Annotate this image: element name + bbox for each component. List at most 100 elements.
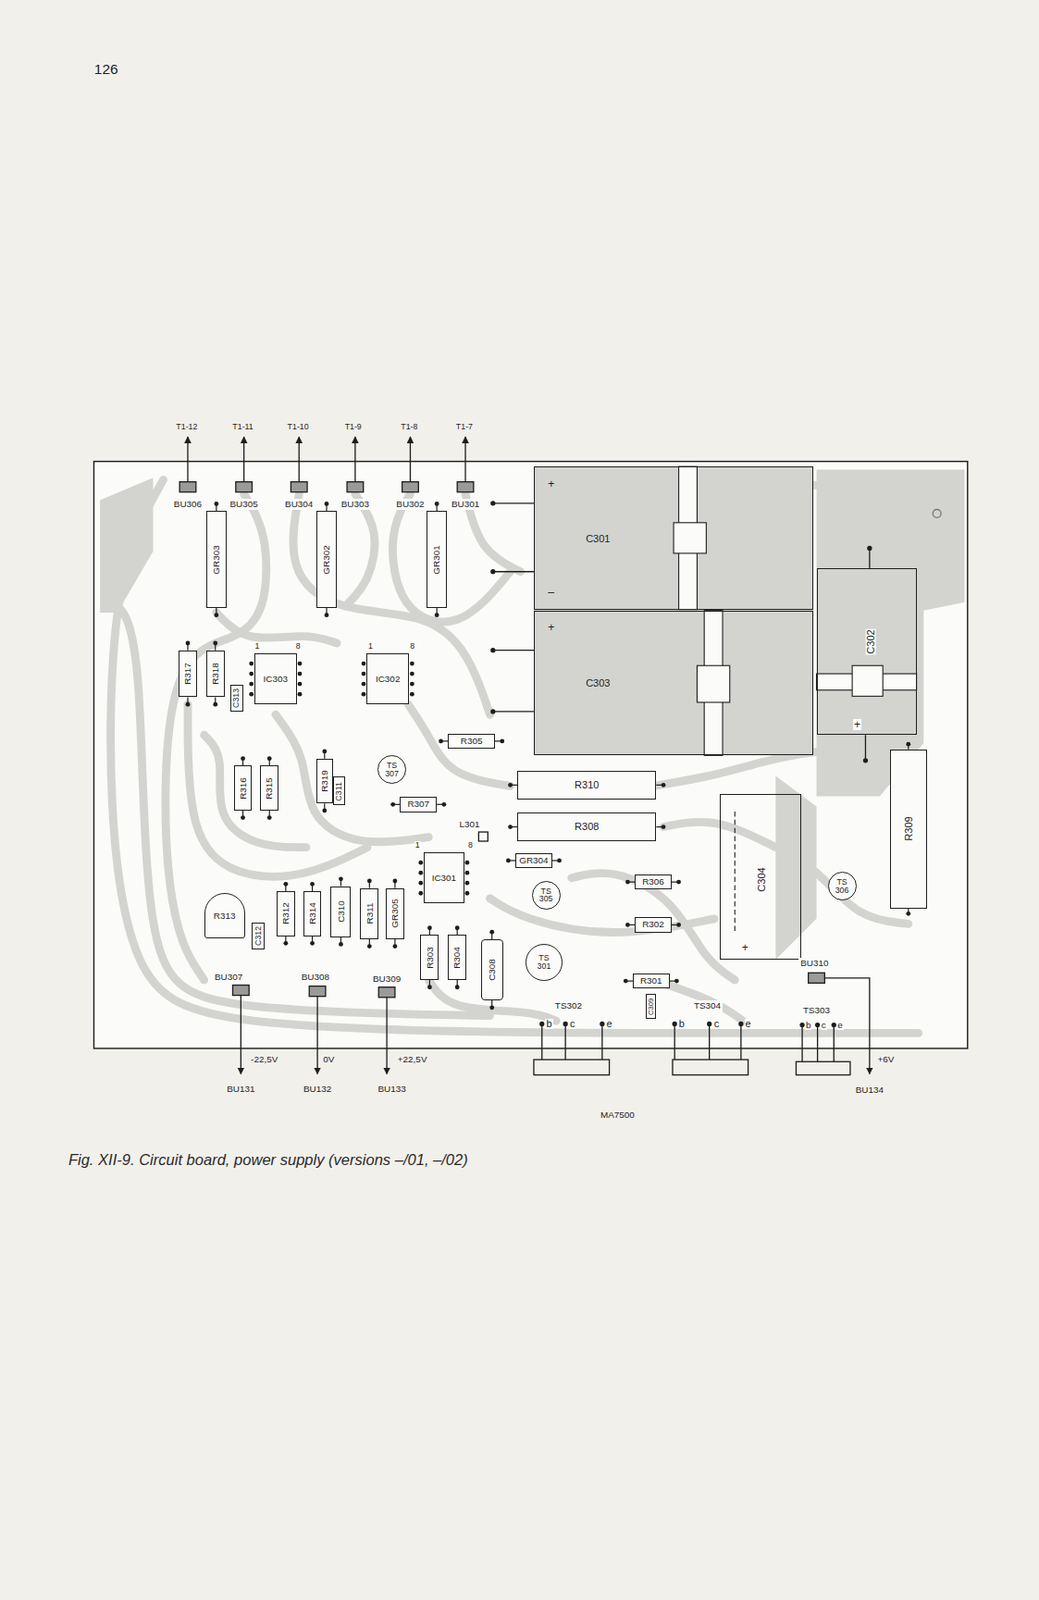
transistor-outline: TS 305 bbox=[531, 880, 561, 910]
part-label: C311 bbox=[334, 781, 344, 801]
board-label: BU134 bbox=[854, 1085, 885, 1095]
solder-dot bbox=[185, 641, 191, 646]
lead-arrow bbox=[824, 977, 870, 1075]
solder-dot bbox=[465, 870, 471, 876]
part-label: TS304 bbox=[693, 1001, 721, 1011]
solder-pad bbox=[233, 985, 250, 996]
part-label: R319 bbox=[320, 769, 330, 792]
component-box: R319 bbox=[316, 758, 334, 804]
component-leads bbox=[185, 501, 912, 1010]
solder-dot bbox=[297, 681, 303, 687]
solder-dot bbox=[599, 1021, 605, 1027]
board-label: + bbox=[741, 941, 750, 953]
part-label: IC303 bbox=[263, 674, 288, 684]
capacitor-strap bbox=[696, 665, 730, 703]
capacitor-outline: C303 bbox=[533, 610, 814, 756]
part-label: TS 301 bbox=[535, 953, 553, 971]
lead-wire bbox=[493, 570, 534, 572]
solder-dot bbox=[489, 929, 495, 935]
copper-trace bbox=[408, 704, 510, 786]
board-label: T1-9 bbox=[344, 422, 363, 432]
transistor-pin bbox=[564, 1023, 566, 1060]
component-box: IC301 bbox=[423, 852, 465, 903]
lead-arrow bbox=[354, 436, 356, 483]
solder-dot bbox=[507, 782, 513, 788]
solder-dot bbox=[321, 749, 327, 755]
part-label: R305 bbox=[460, 736, 483, 746]
solder-dot bbox=[672, 1021, 678, 1027]
transistor-pin bbox=[601, 1023, 603, 1060]
solder-dot bbox=[706, 1021, 712, 1027]
solder-dot bbox=[866, 545, 872, 551]
solder-dot bbox=[390, 802, 396, 807]
component-box: C309 bbox=[645, 993, 656, 1018]
solder-dot bbox=[562, 1021, 568, 1027]
solder-dot bbox=[556, 858, 562, 864]
transistor-outline bbox=[795, 1061, 850, 1075]
solder-dot bbox=[409, 671, 415, 677]
solder-dot bbox=[434, 612, 440, 618]
connector-label: BU303 bbox=[339, 498, 372, 510]
part-label: R312 bbox=[281, 902, 291, 925]
solder-dot bbox=[499, 738, 505, 743]
part-label: GR304 bbox=[519, 855, 548, 866]
component-box: GR305 bbox=[385, 888, 405, 940]
component-box: R301 bbox=[632, 973, 670, 990]
component-box: R306 bbox=[634, 874, 672, 891]
board-label: +6V bbox=[877, 1054, 896, 1064]
board-label: 8 bbox=[295, 642, 302, 651]
lead-arrow bbox=[385, 997, 387, 1075]
part-label: R310 bbox=[574, 779, 599, 791]
connector-label: BU310 bbox=[798, 957, 830, 969]
solder-pad bbox=[346, 482, 364, 493]
solder-dot bbox=[321, 807, 327, 813]
solder-dot bbox=[623, 978, 629, 984]
part-label: R304 bbox=[452, 946, 462, 969]
copper-trace bbox=[204, 734, 307, 847]
copper-trace bbox=[114, 602, 491, 1016]
mounting-hole bbox=[932, 508, 941, 518]
solder-dot bbox=[905, 911, 911, 916]
transistor-outline bbox=[672, 1059, 749, 1076]
solder-pad bbox=[179, 482, 197, 493]
solder-dot bbox=[361, 671, 367, 677]
part-label: TS 305 bbox=[537, 887, 555, 904]
solder-dot bbox=[240, 815, 246, 820]
lead-arrow bbox=[240, 995, 242, 1075]
part-label: L301 bbox=[458, 819, 480, 829]
component-box: C311 bbox=[333, 776, 346, 805]
coil-symbol bbox=[478, 831, 488, 842]
part-label: R307 bbox=[407, 799, 430, 809]
solder-dot bbox=[427, 984, 433, 990]
connector-label: BU304 bbox=[283, 498, 315, 510]
part-label: BU304 bbox=[284, 499, 313, 509]
solder-dot bbox=[539, 1021, 545, 1027]
board-ground bbox=[93, 461, 967, 1049]
component-box: R311 bbox=[359, 888, 379, 940]
lead-arrow bbox=[464, 436, 466, 483]
solder-dot bbox=[490, 500, 495, 506]
connector-label: BU305 bbox=[228, 498, 260, 510]
connector-label: BU308 bbox=[299, 971, 332, 983]
solder-dot bbox=[212, 702, 218, 707]
copper-trace bbox=[346, 494, 375, 605]
solder-dot bbox=[283, 881, 288, 887]
board-label: b bbox=[544, 1018, 553, 1029]
solder-dot bbox=[213, 612, 219, 618]
board-label: + bbox=[853, 718, 862, 730]
part-label: C313 bbox=[233, 688, 242, 708]
solder-dot bbox=[324, 501, 330, 507]
board-label: T1-7 bbox=[455, 422, 474, 432]
transistor-pin bbox=[708, 1023, 710, 1060]
part-label: IC301 bbox=[432, 873, 457, 883]
solder-dot bbox=[367, 943, 372, 949]
solder-pad bbox=[808, 972, 826, 983]
lead-wire bbox=[868, 547, 870, 569]
board-label: T1-8 bbox=[399, 422, 419, 432]
board-label: BU133 bbox=[376, 1084, 407, 1094]
solder-dot bbox=[309, 940, 315, 946]
capacitor-strap bbox=[852, 665, 883, 696]
board-label: – bbox=[546, 586, 556, 598]
copper-trace bbox=[216, 612, 337, 644]
solder-dot bbox=[324, 612, 330, 618]
